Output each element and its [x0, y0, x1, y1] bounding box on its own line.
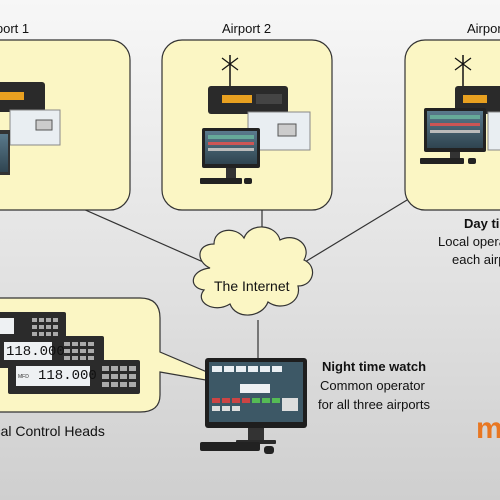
airport-1-label: Airport 1 [0, 21, 30, 36]
brand-logo: m [476, 412, 500, 445]
airport-3-equipment [420, 55, 500, 164]
control-head-3-mfd-tag: MFD [18, 374, 29, 380]
control-head-2 [0, 336, 104, 368]
night-watch-title: Night time watch [322, 359, 427, 374]
control-head-3 [8, 360, 140, 394]
airport-2-label: Airport 2 [222, 21, 272, 36]
day-watch-line-2: each airport [452, 252, 500, 267]
night-watch-line-2: for all three airports [318, 397, 430, 412]
control-head-3-frequency: 118.000 [38, 368, 97, 384]
internet-cloud [192, 226, 314, 316]
keyboard [200, 442, 260, 451]
airport-3-label: Airport 3 [467, 21, 500, 36]
airport-2-equipment [200, 55, 311, 184]
night-watch-line-1: Common operator [320, 378, 425, 393]
control-heads-label: Local Control Heads [0, 423, 105, 439]
mouse [264, 446, 274, 454]
control-head-1 [0, 312, 66, 342]
day-watch-line-1: Local operator at [438, 234, 500, 249]
control-head-2-frequency: 118.000 [6, 344, 65, 360]
day-watch-title: Day time watch [464, 216, 500, 231]
airport-1-equipment [0, 82, 61, 175]
central-workstation [200, 358, 307, 454]
internet-label: The Internet [214, 278, 290, 294]
